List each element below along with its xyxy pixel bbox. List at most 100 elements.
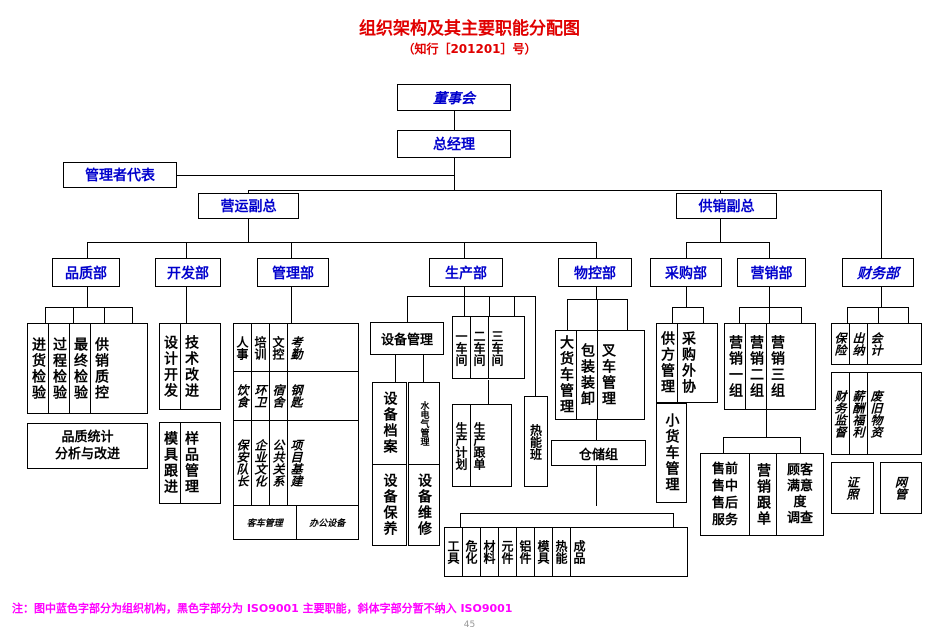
warehouse-label: 仓储组 <box>578 447 618 463</box>
dept-finance: 财务部 <box>842 258 914 287</box>
finance-network: 网管 <box>880 462 922 514</box>
workshop: 一车间 <box>453 317 471 378</box>
store-item: 模具 <box>535 528 553 576</box>
quality-functions: 进货检验 过程检验 最终检验 供销质控 <box>27 323 148 414</box>
finance-func: 保险 <box>832 324 850 364</box>
mgmt-func: 考勤 <box>289 335 303 360</box>
document-number: （知行［201201］号） <box>402 42 537 56</box>
quality-func: 供销质控 <box>93 336 109 401</box>
mgmt-func: 项目基建 <box>289 439 303 487</box>
sales-after-service: 售前 售中 售后 服务 <box>701 454 750 535</box>
sales-follow: 营销跟单 <box>750 454 777 535</box>
dept-material-label: 物控部 <box>574 265 616 282</box>
mgmt-func: 保安队长 <box>234 421 252 505</box>
dept-sales: 营销部 <box>737 258 806 287</box>
rep-box: 管理者代表 <box>63 162 177 188</box>
material-func: 大货车管理 <box>556 331 577 419</box>
prod-equip-label: 设备管理 <box>380 333 433 348</box>
mgmt-func: 钢匙 <box>289 384 303 408</box>
store-item: 热能 <box>553 528 571 576</box>
dept-quality-label: 品质部 <box>65 265 107 282</box>
sales-survey: 顾客 满意 度 调查 <box>786 462 813 526</box>
mgmt-func: 宿舍 <box>270 372 288 420</box>
mgmt-func: 人事 <box>234 324 252 371</box>
purchase-truck: 小货车管理 <box>656 403 687 503</box>
prod-heat: 热能班 <box>524 396 548 487</box>
prod-utility: 水电气管理 <box>409 383 439 465</box>
mgmt-func: 办公设备 <box>309 519 346 529</box>
dept-finance-label: 财务部 <box>857 265 899 282</box>
finance-func: 薪酬福利 <box>850 373 868 454</box>
mgmt-functions: 人事 培训 文控 考勤 饮食 环卫 宿舍 钢匙 保安队长 企业文化 公共关系 项… <box>233 323 359 540</box>
vp-ops-label: 营运副总 <box>220 199 277 215</box>
sales-group: 营销一组 <box>725 324 746 409</box>
store-item: 成品 <box>572 540 586 564</box>
prod-plan: 生产计划 生产跟单 <box>452 404 512 487</box>
vp-ops-box: 营运副总 <box>198 193 299 219</box>
finance-func: 会计 <box>869 332 883 356</box>
purchase-functions: 供方管理 采购外协 <box>656 323 718 403</box>
prod-repair: 设备维修 <box>416 472 432 537</box>
dept-material: 物控部 <box>558 258 632 287</box>
page-number: 45 <box>463 620 476 630</box>
store-item: 元件 <box>499 528 517 576</box>
material-func: 叉车管理 <box>600 343 616 407</box>
material-functions: 大货车管理 包装装卸 叉车管理 <box>555 330 645 420</box>
finance-row2: 财务监督 薪酬福利 废旧物资 <box>831 372 922 455</box>
finance-license: 证照 <box>831 462 874 514</box>
quality-func: 过程检验 <box>49 324 70 413</box>
store-item: 危化 <box>463 528 481 576</box>
board-box: 董事会 <box>397 84 511 111</box>
quality-stats: 品质统计 分析与改进 <box>27 423 148 469</box>
prod-equip-item: 设备保养 <box>381 472 398 537</box>
store-item: 工具 <box>445 528 463 576</box>
mgmt-func: 培训 <box>252 324 270 371</box>
dept-mgmt: 管理部 <box>257 258 329 287</box>
gm-label: 总经理 <box>433 137 475 153</box>
dev-func: 样品管理 <box>183 431 199 495</box>
prod-equip-records: 设备档案 设备保养 <box>372 382 407 546</box>
dev-functions: 设计开发 技术改进 <box>159 323 221 410</box>
material-warehouse: 仓储组 <box>551 440 646 466</box>
dept-quality: 品质部 <box>52 258 120 287</box>
quality-func: 最终检验 <box>70 324 91 413</box>
sales-groups: 营销一组 营销二组 营销三组 <box>724 323 816 410</box>
mgmt-func: 饮食 <box>234 372 252 420</box>
dept-mgmt-label: 管理部 <box>272 265 314 282</box>
workshop: 二车间 <box>471 317 489 378</box>
purchase-func: 供方管理 <box>657 324 678 402</box>
prod-workshops: 一车间 二车间 三车间 <box>452 316 525 379</box>
prod-plan-item: 生产计划 <box>453 405 471 486</box>
mgmt-func: 文控 <box>270 324 288 371</box>
finance-row1: 保险 出纳 会计 <box>831 323 922 365</box>
dept-dev-label: 开发部 <box>167 265 209 282</box>
vp-supply-box: 供销副总 <box>676 193 777 219</box>
mgmt-func: 公共关系 <box>270 421 288 505</box>
purchase-func: 采购外协 <box>680 331 696 395</box>
prod-plan-item: 生产跟单 <box>472 421 486 470</box>
gm-box: 总经理 <box>397 130 511 158</box>
store-item: 铝件 <box>517 528 535 576</box>
material-stores: 工具 危化 材料 元件 铝件 模具 热能 成品 <box>444 527 688 577</box>
vp-supply-label: 供销副总 <box>698 199 755 215</box>
dept-prod: 生产部 <box>429 258 503 287</box>
prod-equip-item: 设备档案 <box>373 383 406 465</box>
page-title: 组织架构及其主要职能分配图 <box>359 19 580 39</box>
rep-label: 管理者代表 <box>85 168 155 184</box>
dept-sales-label: 营销部 <box>750 265 793 282</box>
mgmt-func: 企业文化 <box>252 421 270 505</box>
dev-func: 设计开发 <box>160 324 181 409</box>
prod-equip: 设备管理 <box>370 322 444 355</box>
board-label: 董事会 <box>433 90 475 107</box>
dept-prod-label: 生产部 <box>445 265 487 282</box>
material-func: 包装装卸 <box>577 331 598 419</box>
finance-func: 财务监督 <box>832 373 850 454</box>
dept-purchase-label: 采购部 <box>665 265 707 282</box>
sales-group: 营销二组 <box>746 324 767 409</box>
dev-functions-2: 模具跟进 样品管理 <box>159 422 221 504</box>
workshop: 三车间 <box>490 329 504 366</box>
dev-func: 技术改进 <box>183 334 199 399</box>
dept-dev: 开发部 <box>155 258 221 287</box>
footnote: 注：图中蓝色字部分为组织机构，黑色字部分为 ISO9001 主要职能，斜体字部分… <box>12 602 513 615</box>
sales-group: 营销三组 <box>769 334 785 399</box>
